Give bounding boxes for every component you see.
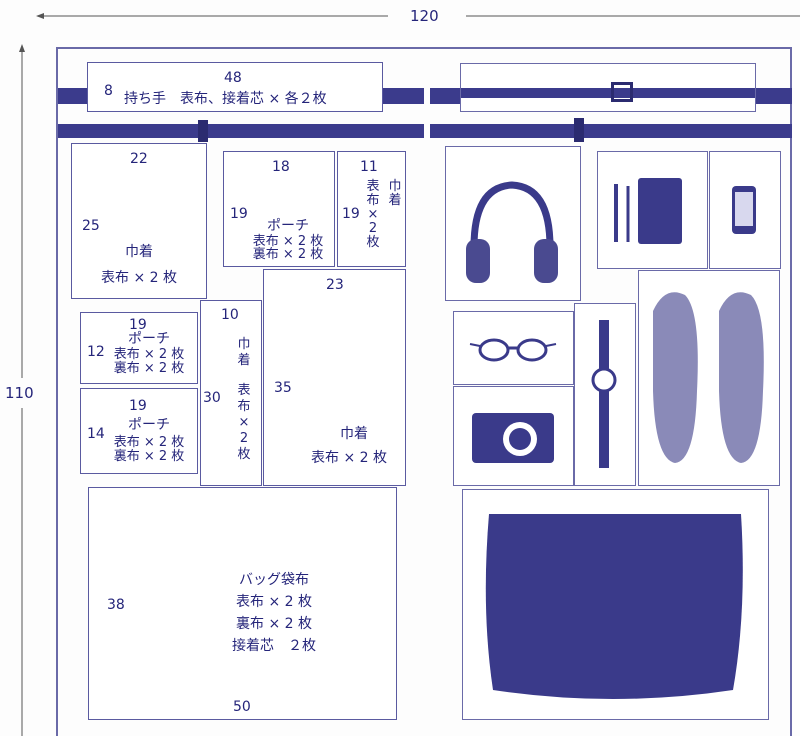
drawstring-piece-narrow-mid: 10 30 巾着 表布 ×2 枚 [200,300,262,486]
handle-piece: 48 8 持ち手 表布、接着芯 × 各２枚 [87,62,383,112]
bag-body-line3: 接着芯 ２枚 [232,638,316,654]
strap-second-right [430,124,792,138]
dim-19d: 19 [129,398,147,414]
bag-body-name: バッグ袋布 [239,572,309,588]
pouch-mid1-line1: 表布 × 2 枚 [113,347,185,362]
strap-second-left [58,124,424,138]
drawstring-detail: 表布 × 2 枚 [101,270,177,286]
pouch-mid1-name: ポーチ [128,331,170,347]
strap-buckle-left [198,120,208,142]
dim-18: 18 [272,159,290,175]
drawstring-piece-top-left: 22 25 巾着 表布 × 2 枚 [71,143,207,299]
pouch-piece-mid2: 19 14 ポーチ 表布 × 2 枚 裏布 × 2 枚 [80,388,198,474]
pouch-mid2-name: ポーチ [128,417,170,433]
bag-body-line1: 表布 × 2 枚 [236,594,312,610]
handle-width: 48 [224,70,242,86]
width-value: 120 [410,7,439,25]
glasses-photo [453,311,574,385]
dim-14: 14 [87,426,105,442]
col2: 表布 ×2 枚 [366,179,380,250]
strap-buckle-right [574,118,584,142]
pouch-name: ポーチ [267,218,309,234]
pouch-line2: 裏布 × 2 枚 [252,247,324,262]
camera-icon [472,413,554,463]
drawstring-piece-large: 23 35 巾着 表布 × 2 枚 [263,269,406,486]
dim-19c: 19 [129,317,147,333]
shoes-photo [638,270,780,486]
dim-19b: 19 [342,206,360,222]
dim-25: 25 [82,218,100,234]
watch-icon [591,320,617,468]
drawstring-name: 巾着 [125,244,153,260]
pouch-piece-top: 18 19 ポーチ 表布 × 2 枚 裏布 × 2 枚 [223,151,335,267]
phone-photo [709,151,781,269]
bag-body-piece: 50 38 バッグ袋布 表布 × 2 枚 裏布 × 2 枚 接着芯 ２枚 [88,487,397,720]
pouch-mid2-line1: 表布 × 2 枚 [113,435,185,450]
dim-22: 22 [130,151,148,167]
glasses-icon [469,338,557,362]
pouch-mid2-line2: 裏布 × 2 枚 [113,449,185,464]
dim-30: 30 [203,390,221,406]
dim-23: 23 [326,277,344,293]
col1: 巾着 [388,179,402,208]
smartphone-icon [732,186,756,234]
notebook-pen-icon [614,178,682,244]
dim-10: 10 [221,307,239,323]
dim-11: 11 [360,159,378,175]
drawstring-large-detail: 表布 × 2 枚 [311,450,387,466]
watch-photo [574,303,636,486]
dim-38: 38 [107,597,125,613]
dim-12: 12 [87,344,105,360]
pouch-line1: 表布 × 2 枚 [252,234,324,249]
dim-19: 19 [230,206,248,222]
bag-icon [485,514,743,699]
dim-50: 50 [233,699,251,715]
headphones-photo [445,146,581,301]
pouch-piece-mid1: 19 12 ポーチ 表布 × 2 枚 裏布 × 2 枚 [80,312,198,384]
handle-height: 8 [104,83,113,99]
fabric-frame [56,47,792,736]
camera-photo [453,386,574,486]
pouch-mid1-line2: 裏布 × 2 枚 [113,361,185,376]
drawstring-large-name: 巾着 [340,426,368,442]
shoes-icon [653,292,764,463]
strap-photo [460,63,756,112]
dim-35: 35 [274,380,292,396]
headphones-icon [466,181,558,283]
bag-photo [462,489,769,720]
narrow-mid-col: 巾着 表布 ×2 枚 [237,337,251,462]
height-value: 110 [5,384,34,402]
handle-label: 持ち手 表布、接着芯 × 各２枚 [124,91,327,107]
notebook-photo [597,151,708,269]
bag-body-line2: 裏布 × 2 枚 [236,616,312,632]
drawstring-piece-narrow-top: 11 19 巾着 表布 ×2 枚 [337,151,406,267]
